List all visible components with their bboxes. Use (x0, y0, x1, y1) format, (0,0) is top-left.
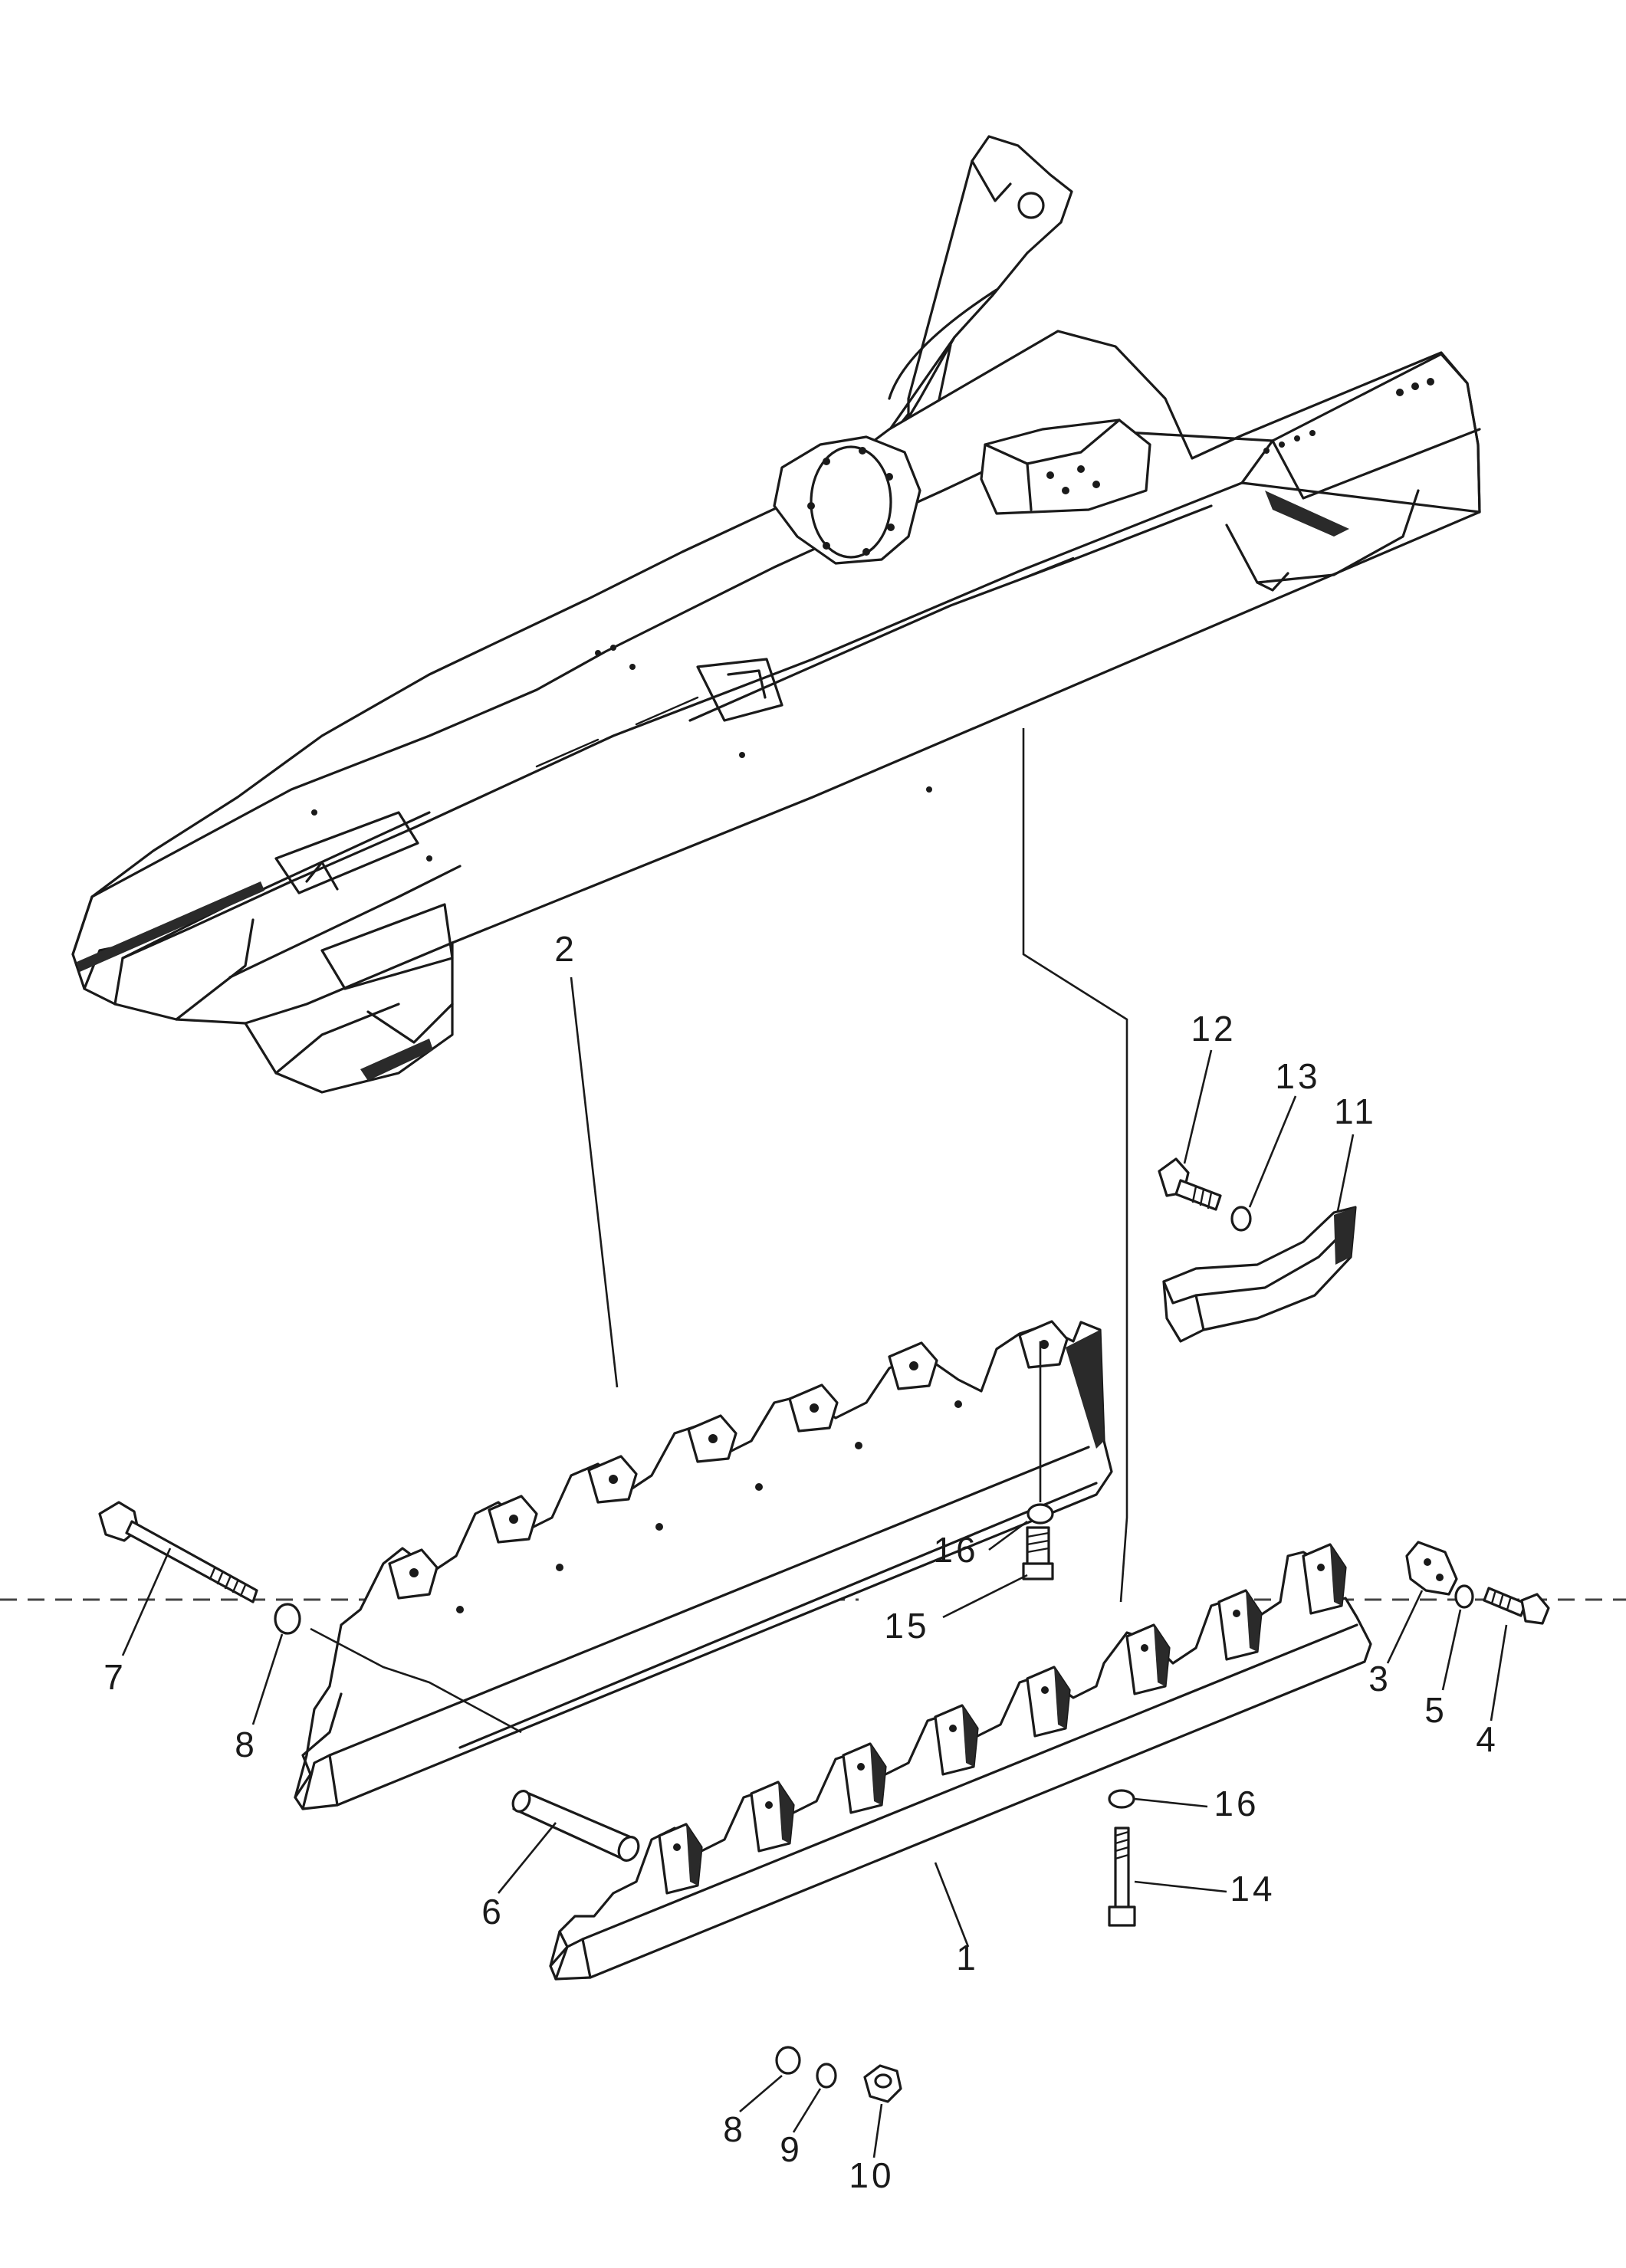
callout-2: 2 (554, 929, 577, 969)
part-15-bolt (1022, 1526, 1054, 1580)
callout-8b: 8 (723, 2109, 746, 2149)
part-5-lock-washer (1454, 1584, 1474, 1609)
callout-leaders (121, 976, 1508, 2158)
part-8-washer-lower (775, 2046, 801, 2075)
callout-13: 13 (1275, 1056, 1320, 1096)
part-10-nut (863, 2064, 902, 2103)
callout-15: 15 (884, 1606, 929, 1646)
callout-10: 10 (849, 2155, 894, 2195)
callout-7: 7 (103, 1657, 126, 1697)
part-4-bolt (1483, 1587, 1550, 1625)
part-8-washer (274, 1603, 301, 1635)
part-16-washer-upper (1027, 1503, 1054, 1525)
callout-3: 3 (1368, 1659, 1391, 1699)
callout-11: 11 (1334, 1091, 1377, 1131)
part-6-spacer-tube (511, 1790, 640, 1862)
callout-16b: 16 (1214, 1784, 1259, 1823)
part-9-lock-washer (816, 2063, 837, 2089)
part-2-upper-guard (294, 1320, 1113, 1810)
callout-5: 5 (1424, 1690, 1447, 1730)
callout-6: 6 (481, 1892, 504, 1932)
callout-8: 8 (235, 1725, 258, 1764)
part-13-lock-washer (1230, 1206, 1252, 1232)
part-11-front-guard (1162, 1206, 1357, 1343)
part-12-bolt (1158, 1157, 1222, 1211)
track-frame (71, 135, 1481, 1094)
assembly-leader (1022, 728, 1128, 1603)
part-14-bolt (1108, 1827, 1136, 1927)
callout-16: 16 (933, 1530, 978, 1570)
callout-4: 4 (1476, 1719, 1499, 1759)
part-16-washer-lower (1108, 1789, 1135, 1809)
part-3-plate (1405, 1541, 1458, 1596)
callout-14: 14 (1230, 1869, 1275, 1909)
callout-12: 12 (1191, 1009, 1236, 1049)
part-1-lower-guard (549, 1543, 1372, 1981)
callout-9: 9 (780, 2129, 803, 2169)
part-7-long-bolt (98, 1501, 258, 1603)
callout-1: 1 (956, 1938, 979, 1978)
